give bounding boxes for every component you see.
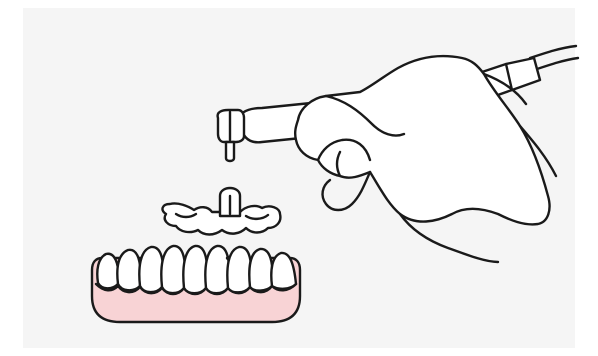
lower-jaw-icon [92,246,300,322]
teeth [97,246,296,293]
drill-bit-icon [226,142,234,161]
